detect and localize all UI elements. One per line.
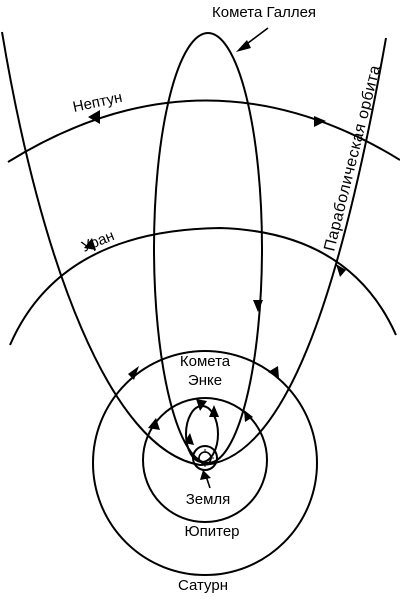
jupiter-direction-arrow [148,418,160,430]
sun-rays-icon [196,449,214,467]
halley-direction-arrow [253,300,263,312]
earth-label: Земля [186,491,231,508]
uranus-orbit [9,226,397,346]
neptune-direction-arrow [88,110,100,124]
parabolic-direction-arrow [209,405,219,417]
encke-direction-arrow-2 [184,433,194,445]
halley-pointer-arrow [236,40,251,52]
neptune-orbit [7,99,400,163]
encke-comet-label-line-2: Энке [188,372,222,389]
uranus-direction-arrow-2 [336,264,346,277]
saturn-label: Сатурн [178,577,228,594]
uranus-label: Уран [79,227,117,255]
earth-pointer-arrow [200,470,211,480]
encke-comet-label-line-1: Комета [180,353,231,370]
saturn-orbit [92,350,318,576]
parabolic-orbit-label: Параболическая орбита [321,63,384,253]
jupiter-direction-arrow-2 [244,410,253,422]
halley-comet-label: Комета Галлея [212,4,316,21]
jupiter-label: Юпитер [184,523,239,540]
jupiter-orbit [142,397,268,523]
parabolic-orbit [1,31,387,467]
uranus-direction-arrow [84,238,96,250]
saturn-direction-arrow [128,366,139,380]
earth-orbit [192,445,218,471]
saturn-direction-arrow-2 [268,366,279,378]
neptune-direction-arrow-2 [314,116,326,127]
encke-direction-arrow [196,399,207,411]
